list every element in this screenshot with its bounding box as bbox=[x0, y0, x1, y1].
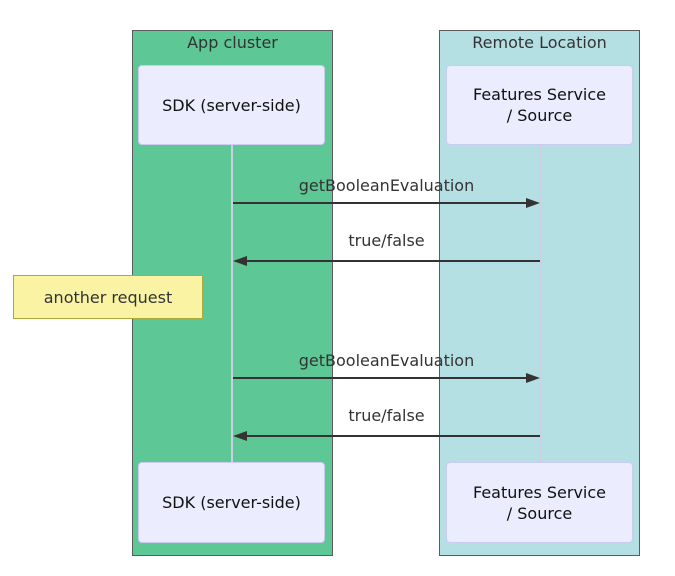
arrow-shaft bbox=[233, 202, 530, 204]
message-3-arrow bbox=[233, 373, 540, 384]
participant-label-line1: Features Service bbox=[472, 482, 606, 502]
message-4-label: true/false bbox=[348, 406, 425, 425]
participant-label-line2: / Source bbox=[506, 503, 573, 523]
lifeline-sdk bbox=[230, 145, 233, 462]
arrow-shaft bbox=[243, 435, 540, 437]
arrowhead-left-icon bbox=[233, 431, 247, 441]
group-title-remote-location: Remote Location bbox=[472, 33, 607, 52]
participant-features-top: Features Service / Source bbox=[446, 65, 633, 145]
arrowhead-right-icon bbox=[526, 198, 540, 208]
participant-label: SDK (server-side) bbox=[162, 95, 301, 115]
participant-sdk-top: SDK (server-side) bbox=[138, 65, 325, 145]
group-title-app-cluster: App cluster bbox=[187, 33, 278, 52]
participant-label-line2: / Source bbox=[506, 106, 573, 125]
message-1-arrow bbox=[233, 198, 540, 209]
arrowhead-right-icon bbox=[526, 373, 540, 383]
message-1-label: getBooleanEvaluation bbox=[298, 176, 475, 195]
note-text: another request bbox=[43, 287, 173, 307]
arrow-shaft bbox=[243, 260, 540, 262]
participant-features-bottom: Features Service / Source bbox=[446, 462, 633, 543]
arrowhead-left-icon bbox=[233, 256, 247, 266]
participant-label: SDK (server-side) bbox=[162, 493, 301, 512]
note-another-request: another request bbox=[13, 275, 203, 319]
participant-sdk-bottom: SDK (server-side) bbox=[138, 462, 325, 543]
participant-label-line1: Features Service bbox=[472, 85, 606, 104]
message-3-label: getBooleanEvaluation bbox=[298, 351, 475, 370]
arrow-shaft bbox=[233, 377, 530, 379]
lifeline-features bbox=[538, 145, 541, 462]
message-4-arrow bbox=[233, 431, 540, 442]
message-2-arrow bbox=[233, 256, 540, 267]
message-2-label: true/false bbox=[348, 231, 425, 250]
